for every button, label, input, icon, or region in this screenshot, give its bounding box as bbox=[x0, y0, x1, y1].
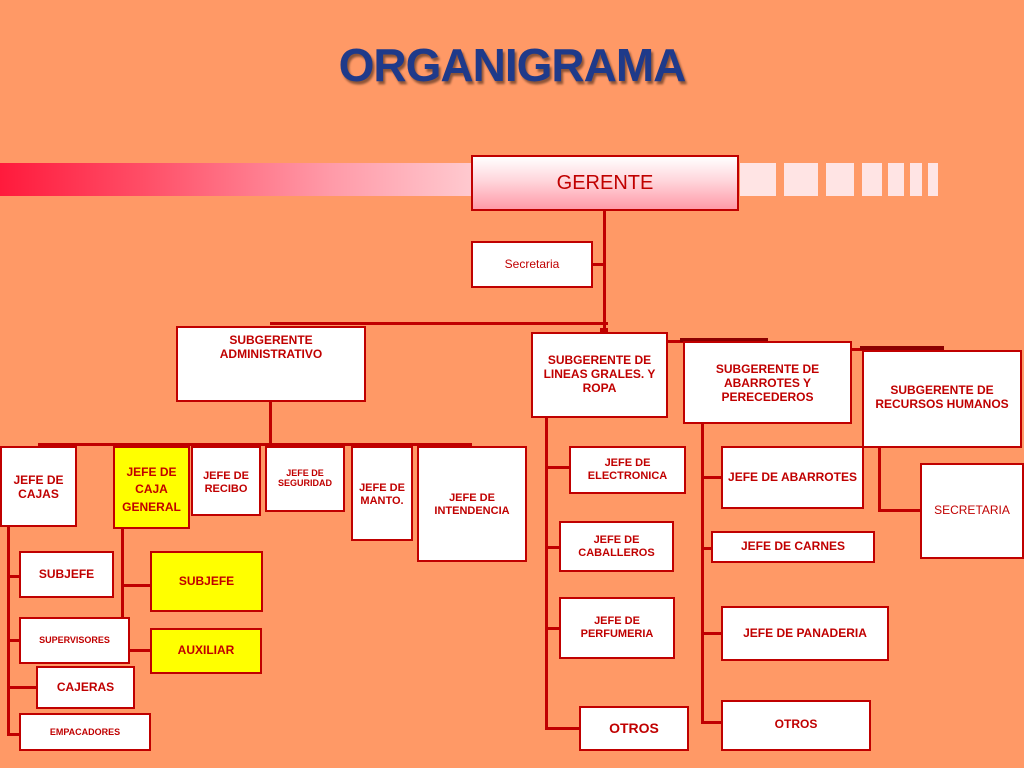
node-secretaria-rrhh: SECRETARIA bbox=[920, 463, 1024, 559]
node-gerente: GERENTE bbox=[471, 155, 739, 211]
node-subgerente-rrhh: SUBGERENTE DE RECURSOS HUMANOS bbox=[862, 350, 1022, 448]
connector-line bbox=[878, 446, 881, 512]
connector-line bbox=[592, 263, 606, 266]
node-label: SUBGERENTE DE RECURSOS HUMANOS bbox=[875, 383, 1009, 411]
node-subgerente-administrativo: SUBGERENTE ADMINISTRATIVO bbox=[176, 326, 366, 402]
header-bar-segment bbox=[928, 163, 938, 196]
node-label: SUBJEFE bbox=[178, 573, 235, 588]
node-subjefe-caja-general: SUBJEFE bbox=[150, 551, 263, 612]
connector-line bbox=[121, 528, 124, 652]
node-jefe-cajas: JEFE DE CAJAS bbox=[0, 446, 77, 527]
node-subgerente-lineas: SUBGERENTE DE LINEAS GRALES. Y ROPA bbox=[531, 332, 668, 418]
node-label: JEFE DE RECIBO bbox=[203, 470, 249, 495]
node-subgerente-abarrotes: SUBGERENTE DE ABARROTES Y PERECEDEROS bbox=[683, 341, 852, 424]
node-label: SUBGERENTE DE LINEAS GRALES. Y ROPA bbox=[543, 353, 656, 395]
connector-line bbox=[7, 575, 21, 578]
connector-line bbox=[701, 632, 723, 635]
node-jefe-manto: JEFE DE MANTO. bbox=[351, 446, 413, 541]
node-jefe-intendencia: JEFE DE INTENDENCIA bbox=[417, 446, 527, 562]
connector-line bbox=[852, 348, 864, 351]
connector-line bbox=[701, 476, 723, 479]
node-jefe-panaderia: JEFE DE PANADERIA bbox=[721, 606, 889, 661]
node-cajeras: CAJERAS bbox=[36, 666, 135, 709]
node-label: GERENTE bbox=[556, 171, 654, 194]
node-label: JEFE DE SEGURIDAD bbox=[277, 468, 332, 489]
node-label: JEFE DE CABALLEROS bbox=[578, 533, 655, 559]
header-bar-segment bbox=[862, 163, 882, 196]
connector-line bbox=[680, 338, 768, 342]
connector-line bbox=[603, 210, 606, 330]
connector-line bbox=[38, 443, 472, 446]
node-label: EMPACADORES bbox=[49, 726, 121, 737]
node-label: SUBJEFE bbox=[38, 566, 95, 581]
node-label: SUBGERENTE ADMINISTRATIVO bbox=[219, 333, 323, 361]
connector-line bbox=[667, 340, 685, 343]
node-label: JEFE DE CARNES bbox=[740, 539, 846, 554]
node-label: SUPERVISORES bbox=[39, 635, 110, 646]
node-label: JEFE DE ELECTRONICA bbox=[587, 457, 668, 482]
node-label: AUXILIAR bbox=[177, 643, 235, 658]
connector-line bbox=[7, 526, 10, 736]
connector-line bbox=[600, 328, 608, 332]
node-otros-abarrotes: OTROS bbox=[721, 700, 871, 751]
connector-line bbox=[7, 639, 21, 642]
node-label: SUBGERENTE DE ABARROTES Y PERECEDEROS bbox=[715, 362, 820, 404]
node-otros-lineas: OTROS bbox=[579, 706, 689, 751]
connector-line bbox=[701, 721, 723, 724]
connector-line bbox=[701, 547, 713, 550]
node-label: OTROS bbox=[609, 720, 659, 737]
connector-line bbox=[545, 627, 561, 630]
node-jefe-caballeros: JEFE DE CABALLEROS bbox=[559, 521, 674, 572]
node-label: JEFE DE CAJA GENERAL bbox=[122, 465, 181, 514]
page-title: ORGANIGRAMA bbox=[338, 39, 687, 91]
connector-line bbox=[121, 649, 151, 652]
node-jefe-recibo: JEFE DE RECIBO bbox=[191, 446, 261, 516]
connector-line bbox=[7, 686, 37, 689]
node-label: JEFE DE CAJAS bbox=[13, 473, 64, 501]
node-label: SECRETARIA bbox=[934, 503, 1010, 518]
node-jefe-caja-general: JEFE DE CAJA GENERAL bbox=[113, 446, 190, 529]
connector-line bbox=[545, 546, 561, 549]
node-auxiliar: AUXILIAR bbox=[150, 628, 262, 674]
header-bar-segment bbox=[740, 163, 776, 196]
node-label: JEFE DE INTENDENCIA bbox=[434, 492, 510, 517]
node-jefe-carnes: JEFE DE CARNES bbox=[711, 531, 875, 563]
connector-line bbox=[545, 466, 571, 469]
node-jefe-abarrotes: JEFE DE ABARROTES bbox=[721, 446, 864, 509]
header-bar-segment bbox=[888, 163, 904, 196]
node-jefe-electronica: JEFE DE ELECTRONICA bbox=[569, 446, 686, 494]
node-label: Secretaria bbox=[504, 256, 560, 271]
header-bar-segment bbox=[910, 163, 922, 196]
node-subjefe-cajas: SUBJEFE bbox=[19, 551, 114, 598]
connector-line bbox=[545, 416, 548, 730]
node-label: JEFE DE PERFUMERIA bbox=[580, 615, 654, 640]
node-label: JEFE DE ABARROTES bbox=[728, 469, 857, 484]
node-label: OTROS bbox=[774, 717, 818, 731]
header-bar-segment bbox=[784, 163, 818, 196]
header-bar-segment bbox=[826, 163, 854, 196]
connector-line bbox=[269, 400, 272, 446]
node-label: JEFE DE PANADERIA bbox=[743, 625, 867, 640]
node-supervisores: SUPERVISORES bbox=[19, 617, 130, 664]
connector-line bbox=[701, 422, 704, 724]
connector-line bbox=[860, 346, 944, 350]
node-empacadores: EMPACADORES bbox=[19, 713, 151, 751]
connector-line bbox=[270, 322, 608, 325]
connector-line bbox=[878, 509, 922, 512]
connector-line bbox=[7, 733, 21, 736]
node-jefe-perfumeria: JEFE DE PERFUMERIA bbox=[559, 597, 675, 659]
connector-line bbox=[545, 727, 581, 730]
node-secretaria: Secretaria bbox=[471, 241, 593, 288]
connector-line bbox=[121, 584, 151, 587]
node-jefe-seguridad: JEFE DE SEGURIDAD bbox=[265, 446, 345, 512]
header-gradient-bar bbox=[0, 163, 472, 196]
node-label: CAJERAS bbox=[56, 679, 115, 694]
node-label: JEFE DE MANTO. bbox=[359, 482, 405, 507]
